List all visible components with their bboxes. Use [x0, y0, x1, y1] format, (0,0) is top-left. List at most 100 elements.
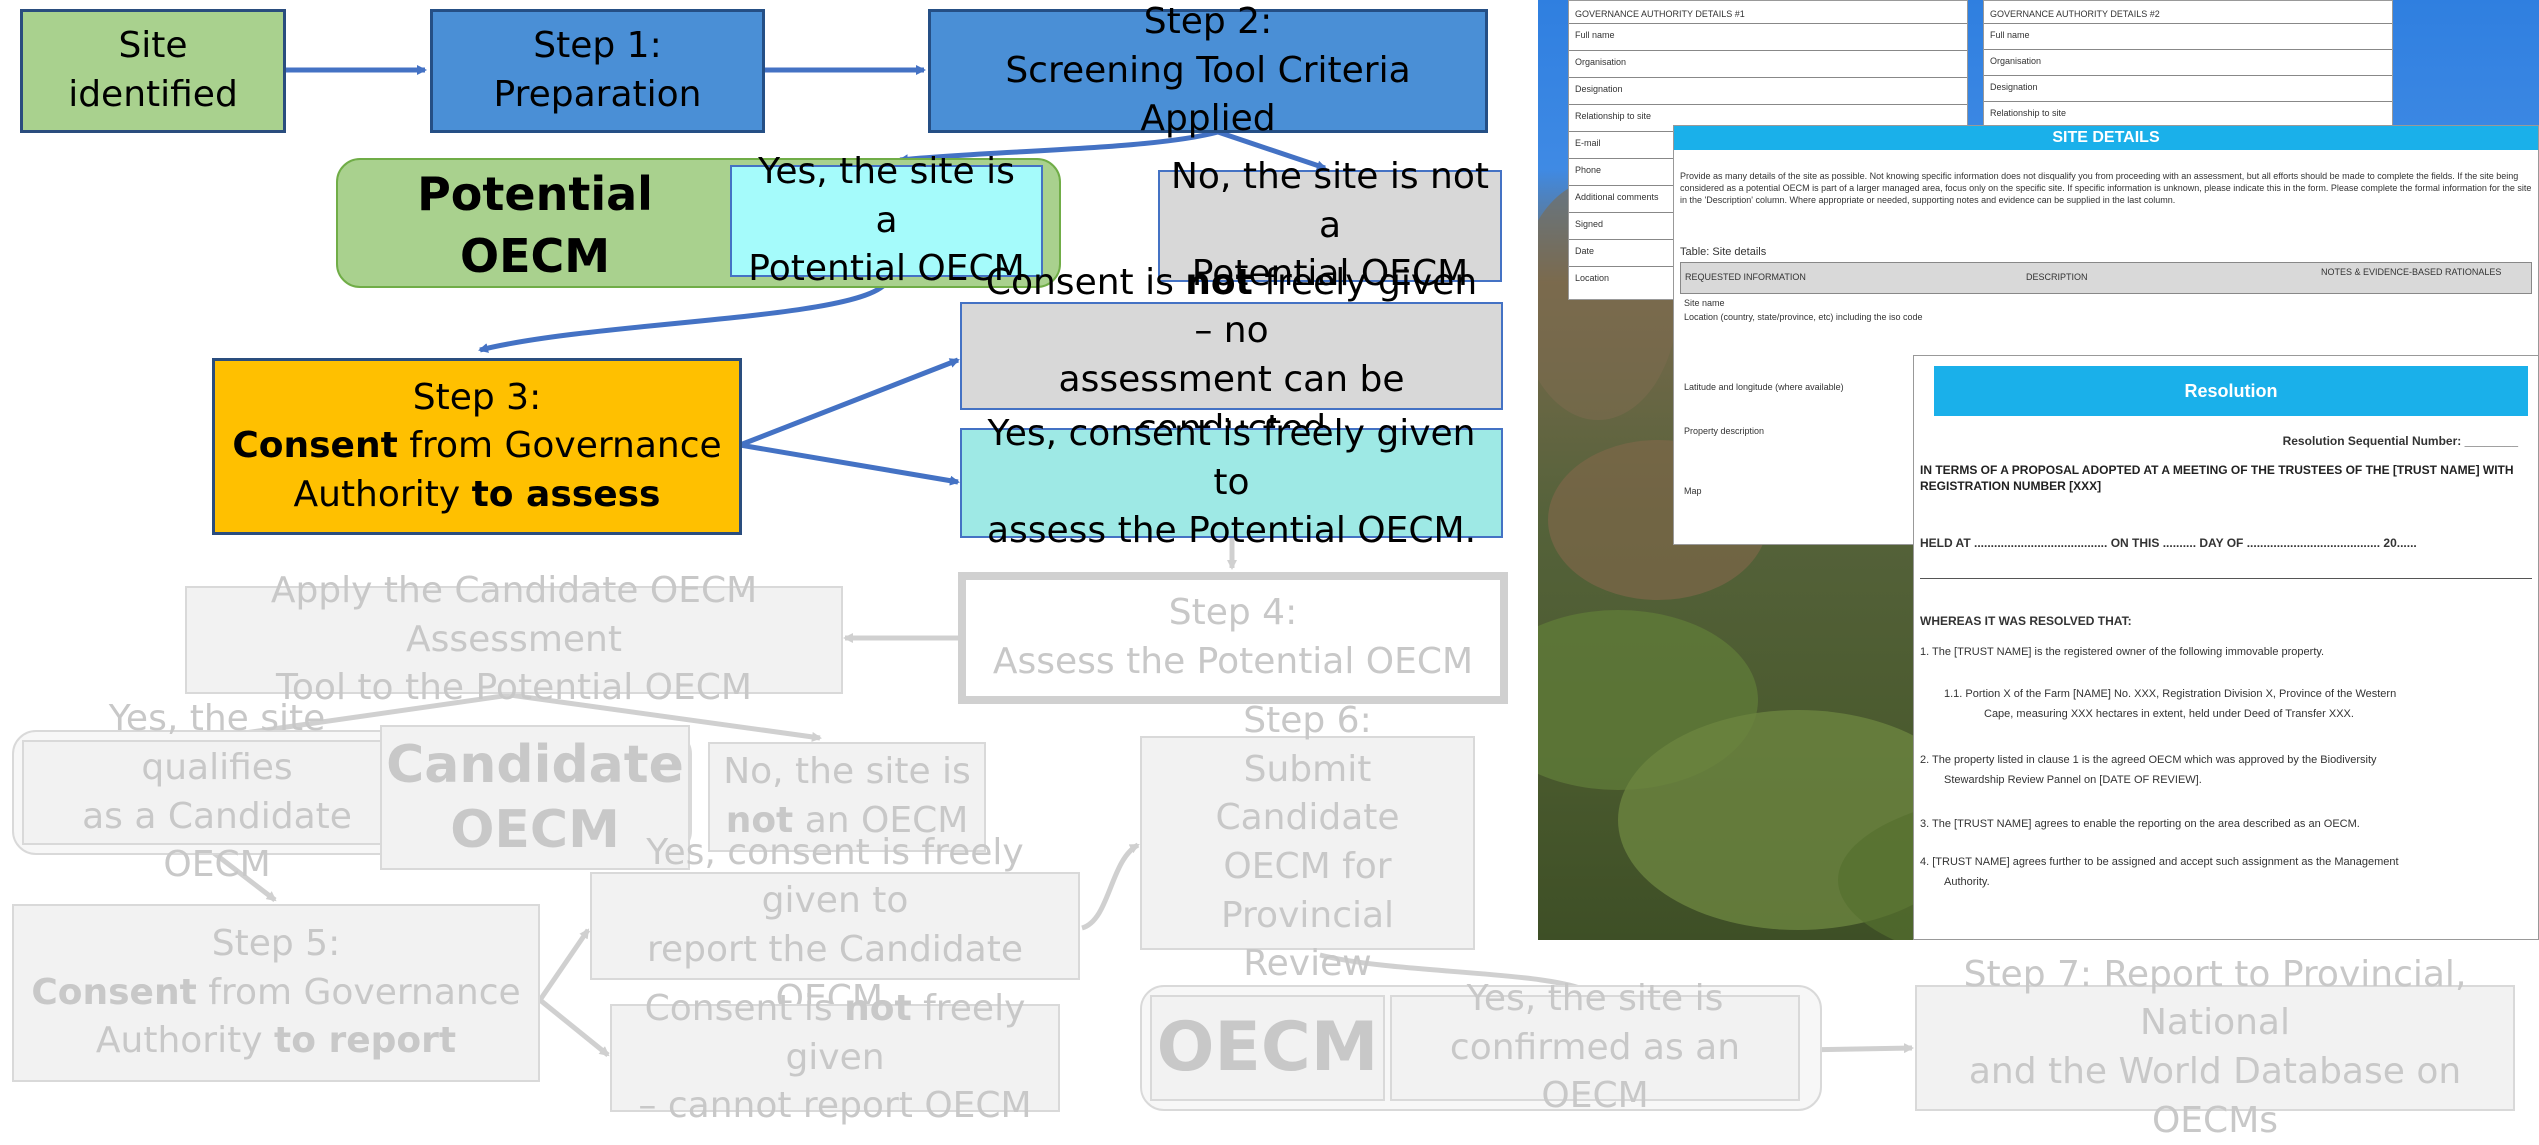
consent-report-not-box: Consent is not freely given – cannot rep…: [610, 988, 1060, 1126]
step2-box: Step 2: Screening Tool Criteria Applied: [928, 1, 1488, 139]
arrow-step3-yes: [739, 442, 960, 486]
no-oecm-box: No, the site is not an OECM: [708, 742, 986, 852]
yes-candidate-line2: as a Candidate OECM: [82, 795, 352, 886]
governance-row: Organisation: [1984, 49, 2392, 76]
confirmed-box: Yes, the site is confirmed as an OECM: [1390, 978, 1800, 1116]
step1-line1: Step 1:: [533, 25, 662, 67]
resolution-held-at: HELD AT ................................…: [1920, 536, 2417, 550]
clause-3: 3. The [TRUST NAME] agrees to enable the…: [1920, 818, 2360, 830]
governance-row-label: Location: [1575, 273, 1610, 283]
governance-row-label: Designation: [1575, 84, 1623, 94]
step5-rest1: from Governance: [196, 971, 521, 1013]
step6-line3: OECM for: [1223, 846, 1392, 887]
consent-report-not-bold: not: [844, 988, 912, 1030]
arrow-yes-step6: [1080, 842, 1140, 931]
resolution-document: Resolution Resolution Sequential Number:…: [1913, 355, 2539, 940]
governance-row-label: E-mail: [1575, 138, 1601, 148]
governance-row-label: Designation: [1990, 82, 2038, 92]
no-potential-box: No, the site is not a Potential OECM: [1158, 156, 1502, 294]
col-description: DESCRIPTION: [2026, 272, 2088, 282]
step7-line2: and the World Database on OECMs: [1968, 1051, 2462, 1141]
step2-line2: Screening Tool Criteria Applied: [1005, 49, 1411, 140]
governance-row-label: Additional comments: [1575, 192, 1659, 202]
step5-bold1: Consent: [31, 971, 197, 1013]
site-details-intro: Provide as many details of the site as p…: [1680, 171, 2532, 206]
step5-rest2: Authority: [95, 1020, 274, 1062]
no-oecm-post: an OECM: [793, 800, 969, 841]
site-table-caption: Table: Site details: [1680, 246, 1767, 258]
landscape-photo: GOVERNANCE AUTHORITY DETAILS #1 Full nam…: [1538, 0, 2539, 940]
consent-report-not-pre: Consent is: [644, 988, 845, 1030]
confirmed-line1: Yes, the site is: [1466, 978, 1724, 1020]
row-map: Map: [1684, 486, 1702, 496]
step1-line2: Preparation: [493, 74, 702, 115]
clause-1: 1. The [TRUST NAME] is the registered ow…: [1920, 646, 2325, 658]
step2-line1: Step 2:: [1143, 1, 1273, 43]
resolution-title: Resolution: [1934, 366, 2528, 416]
step3-line1: Step 3:: [412, 376, 542, 418]
row-property: Property description: [1684, 426, 1765, 436]
consent-yes-line2: assess the Potential OECM.: [986, 510, 1477, 552]
step4-line1: Step 4:: [1168, 592, 1298, 634]
step4-box: Step 4: Assess the Potential OECM: [958, 572, 1508, 704]
resolution-sequential: Resolution Sequential Number: ________: [2282, 434, 2518, 448]
no-oecm-line1: No, the site is: [723, 751, 971, 793]
clause-1-1-cont: Cape, measuring XXX hectares in extent, …: [1984, 708, 2354, 720]
yes-potential-line2: Potential OECM: [748, 248, 1025, 290]
governance-row-label: Date: [1575, 246, 1595, 256]
no-oecm-bold: not: [725, 800, 794, 841]
governance-row-label: Full name: [1575, 30, 1615, 40]
step3-rest2: Authority: [293, 473, 472, 515]
resolution-terms: IN TERMS OF A PROPOSAL ADOPTED AT A MEET…: [1920, 463, 2514, 494]
candidate-oecm-line1: Candidate: [386, 734, 684, 795]
governance-row-label: Phone: [1575, 165, 1602, 175]
row-latlong: Latitude and longitude (where available): [1684, 382, 1844, 392]
candidate-oecm-line2: OECM: [450, 799, 620, 860]
col-requested: REQUESTED INFORMATION: [1685, 272, 1806, 282]
consent-not-post: freely given – no: [1194, 261, 1478, 352]
governance-row: Relationship to site: [1569, 104, 1967, 132]
no-potential-line2: Potential OECM: [1191, 253, 1469, 295]
arrow-step5-yes: [537, 928, 591, 1002]
step4-line2: Assess the Potential OECM: [992, 641, 1474, 682]
step5-box: Step 5: Consent from Governance Authorit…: [12, 904, 540, 1082]
oecm-label: OECM: [1150, 995, 1385, 1101]
consent-not-pre: Consent is: [985, 261, 1186, 303]
confirmed-line2: confirmed as an OECM: [1449, 1026, 1741, 1117]
arrow-step5-not: [538, 998, 610, 1057]
resolution-divider: [1920, 578, 2532, 579]
governance-row-label: Relationship to site: [1575, 111, 1652, 121]
step6-line4: Provincial Review: [1220, 894, 1395, 985]
no-potential-line1: No, the site is not a: [1171, 156, 1489, 246]
row-site-name: Site name: [1684, 298, 1725, 308]
step5-bold2: to report: [273, 1020, 457, 1062]
arrow-step3-not: [739, 357, 960, 448]
clause-2-cont: Stewardship Review Pannel on [DATE OF RE…: [1944, 774, 2202, 786]
governance-row: Full name: [1569, 23, 1967, 51]
governance-row-label: Organisation: [1990, 56, 2042, 66]
apply-tool-line2: Tool to the Potential OECM: [276, 667, 752, 709]
consent-report-not-line2: – cannot report OECM: [638, 1085, 1032, 1127]
governance-row-label: Relationship to site: [1990, 108, 2067, 118]
governance-row: Designation: [1984, 75, 2392, 102]
step3-bold1: Consent: [232, 425, 398, 467]
site-details-title: SITE DETAILS: [1674, 126, 2538, 150]
governance-row: Relationship to site: [1984, 101, 2392, 128]
step6-line1: Step 6:: [1243, 700, 1372, 742]
step3-bold2: to assess: [471, 473, 661, 515]
step7-line1: Step 7: Report to Provincial, National: [1963, 953, 2467, 1044]
col-notes: NOTES & EVIDENCE-BASED RATIONALES: [2321, 267, 2502, 277]
governance-row-label: Full name: [1990, 30, 2030, 40]
resolution-whereas: WHEREAS IT WAS RESOLVED THAT:: [1920, 614, 2132, 628]
consent-yes-line1: Yes, consent is freely given to: [987, 413, 1476, 503]
step6-line2: Submit Candidate: [1215, 748, 1400, 839]
site-identified-line1: Site: [118, 25, 188, 67]
apply-tool-line1: Apply the Candidate OECM Assessment: [270, 570, 758, 660]
gov1-header: GOVERNANCE AUTHORITY DETAILS #1: [1575, 9, 1745, 19]
